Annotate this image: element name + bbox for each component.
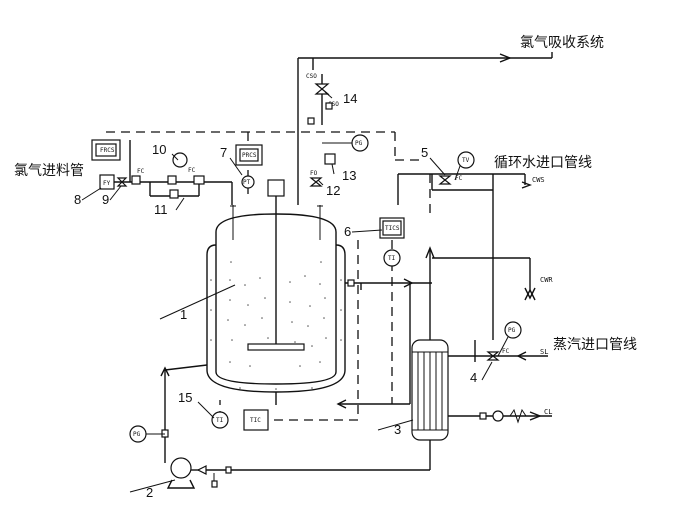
process-lines [106, 52, 553, 471]
ti-gauge-lower [211, 411, 229, 429]
callout-14: 14 [343, 91, 357, 106]
liquid-stippling [210, 261, 342, 390]
callout-numbers: 1 2 3 4 5 6 7 8 9 10 11 12 13 14 15 [74, 91, 477, 500]
callout-4: 4 [470, 370, 477, 385]
label-cooling-water-inlet: 循环水进口管线 [494, 155, 592, 171]
callout-6: 6 [344, 224, 351, 239]
ti1-tag: TI [388, 255, 396, 262]
item-13-box [324, 153, 336, 165]
fc-steam-tag: FC [502, 348, 510, 355]
tic-indicator [243, 409, 269, 431]
reactor-vessel [206, 179, 346, 405]
leader-lines [81, 91, 493, 493]
instruments: FRCS PRCS FY PT TICS TI TI TIC PG PG PG [91, 73, 522, 443]
signal-lines [106, 131, 431, 421]
fc-chlorine2-tag: FC [188, 167, 196, 174]
label-sl: SL [540, 348, 548, 356]
callout-12: 12 [326, 183, 340, 198]
callout-11: 11 [154, 202, 168, 217]
tic-tag: TIC [250, 417, 261, 424]
cso-lower-tag: CSO [328, 101, 339, 108]
agitator-motor [267, 179, 285, 197]
callout-3: 3 [394, 422, 401, 437]
label-cl: CL [544, 408, 552, 416]
pressure-transmitter [241, 175, 255, 189]
tv-gauge [457, 151, 475, 169]
ti2-tag: TI [216, 417, 224, 424]
label-cwr: CWR [540, 276, 553, 284]
relief-valve [314, 83, 330, 95]
chlorine-fc-10 [172, 152, 188, 168]
callout-8: 8 [74, 192, 81, 207]
chlorine-valve-9 [116, 177, 128, 187]
heat-exchanger-condenser [411, 246, 449, 466]
cooling-control-valve [438, 175, 452, 185]
agitator-impeller [247, 343, 305, 351]
pg3-tag: PG [508, 327, 516, 334]
tics-tag: TICS [385, 225, 400, 232]
centrifugal-pump [166, 457, 245, 489]
fy-tag: FY [103, 180, 111, 187]
callout-1: 1 [180, 307, 187, 322]
fy-box [99, 174, 115, 190]
ti-gauge-upper [383, 249, 401, 267]
prcs-tag: PRCS [242, 152, 257, 159]
cso-upper-tag: CSO [306, 73, 317, 80]
callout-9: 9 [102, 192, 109, 207]
fo-tag: FO [310, 170, 318, 177]
label-chlorine-absorption: 氯气吸收系统 [520, 35, 604, 51]
label-cws: CWS [532, 176, 545, 184]
callout-2: 2 [146, 485, 153, 500]
label-chlorine-inlet: 氯气进料管 [14, 163, 84, 179]
frcs-tag: FRCS [100, 147, 115, 154]
stream-labels: 氯气吸收系统 氯气进料管 循环水进口管线 蒸汽进口管线 CWS CWR SL C… [14, 35, 637, 416]
pg2-tag: PG [355, 140, 363, 147]
fc-cooling-tag: FC [455, 175, 463, 182]
callout-13: 13 [342, 168, 356, 183]
pt-tag: PT [243, 179, 251, 186]
callout-7: 7 [220, 145, 227, 160]
tv-tag: TV [462, 157, 470, 164]
pg1-tag: PG [133, 431, 141, 438]
steam-control-valve [486, 351, 500, 361]
callout-5: 5 [421, 145, 428, 160]
pg-gauge-steam [504, 321, 522, 339]
fc-chlorine-tag: FC [137, 168, 145, 175]
callout-10: 10 [152, 142, 166, 157]
label-steam-inlet: 蒸汽进口管线 [553, 337, 637, 353]
callout-15: 15 [178, 390, 192, 405]
